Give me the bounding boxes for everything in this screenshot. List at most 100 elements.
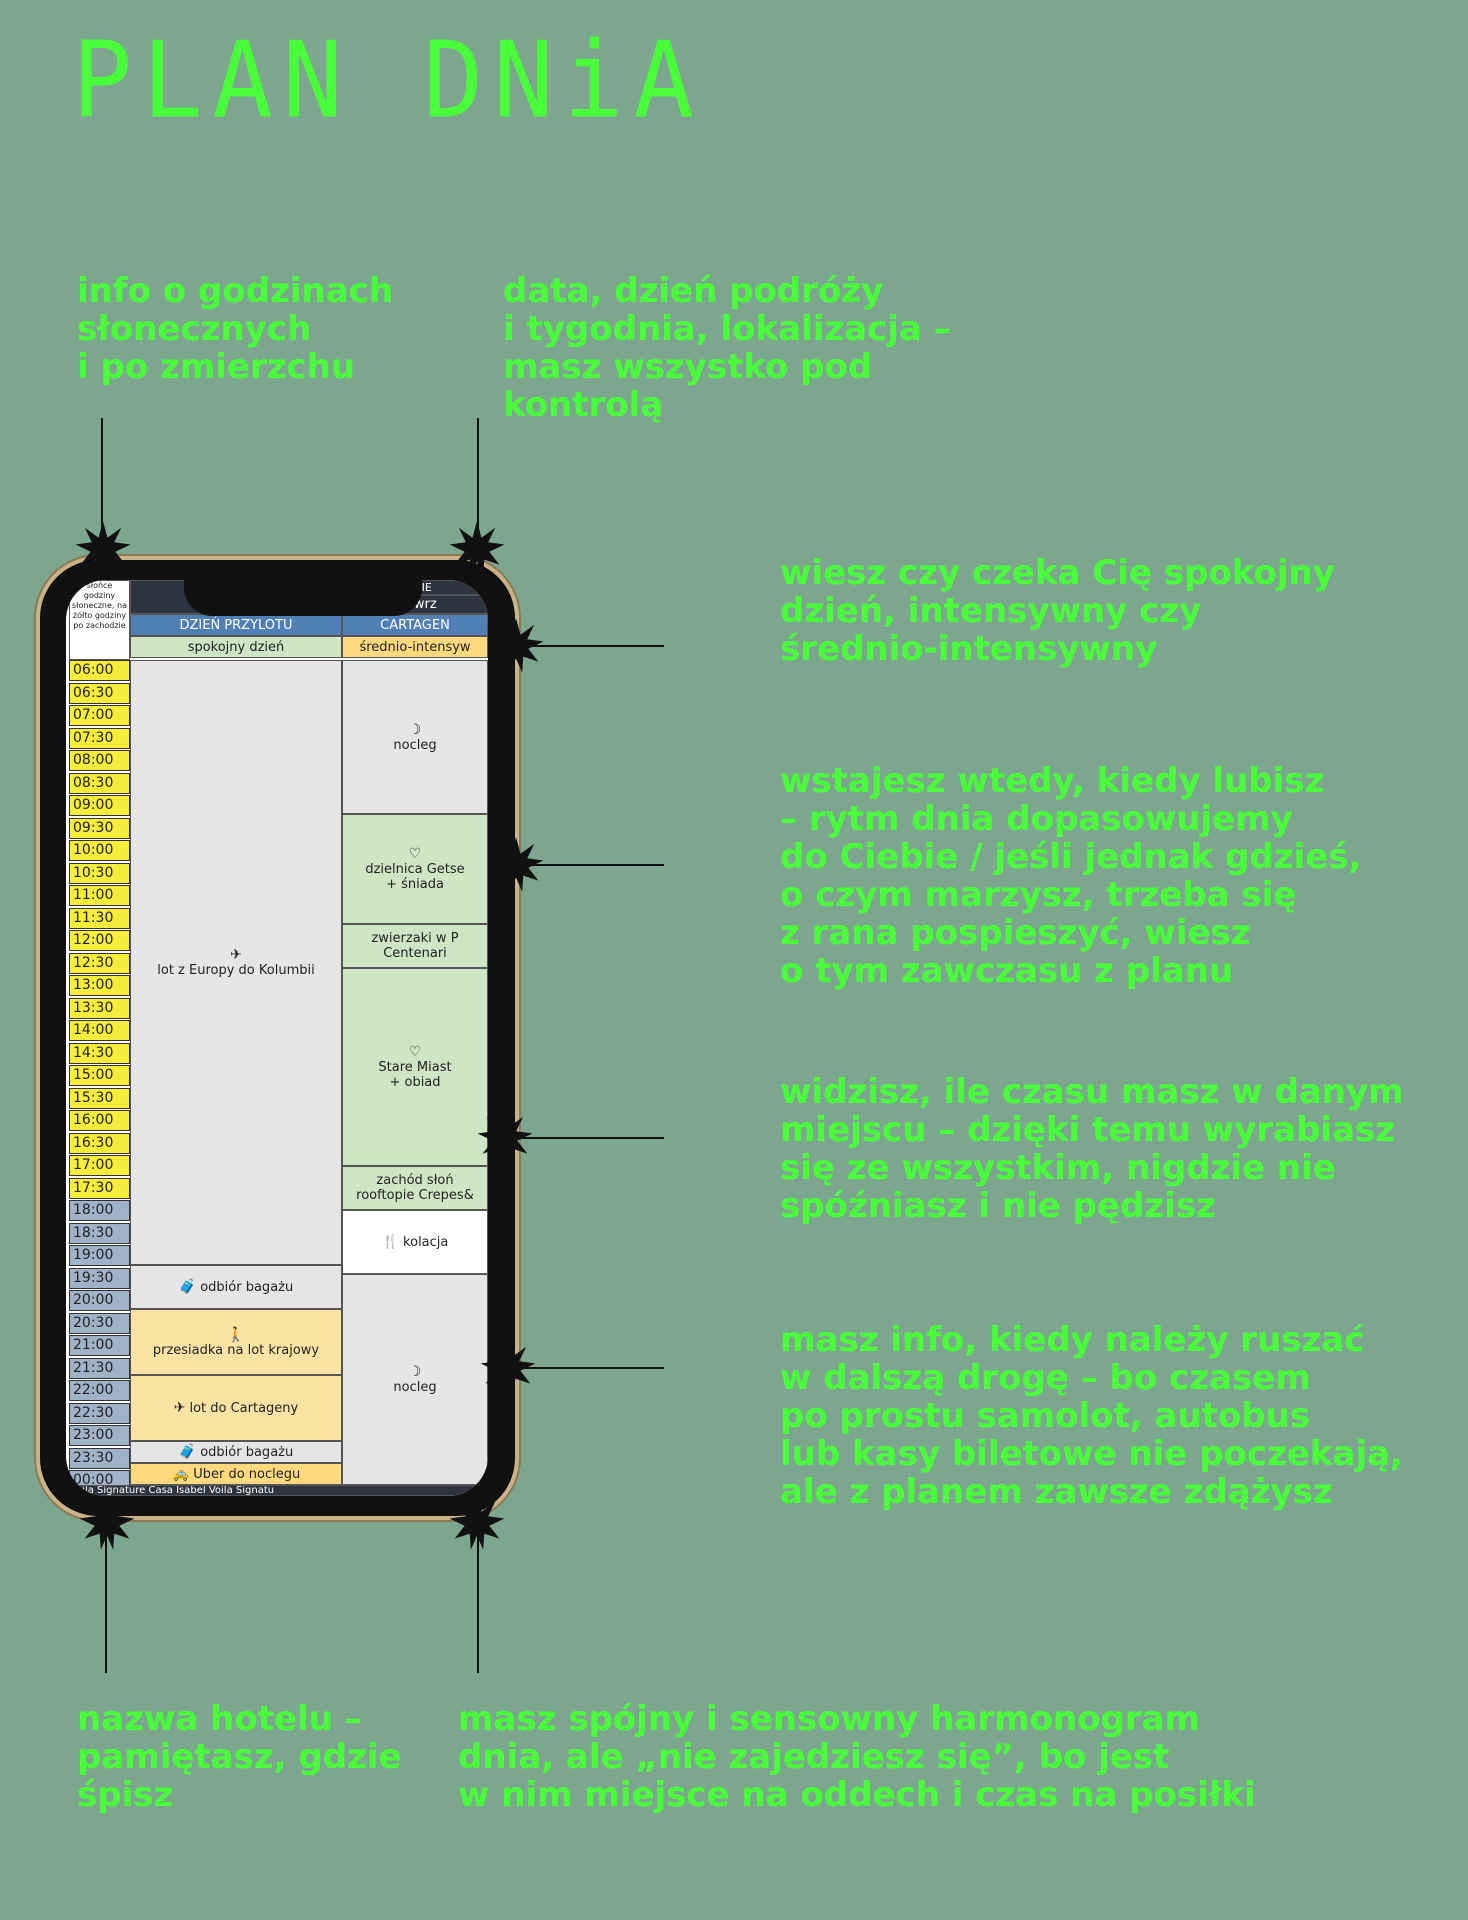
connector-line — [508, 1367, 664, 1369]
night-block-2: ☽ nocleg — [342, 1274, 488, 1485]
flight-block: ✈ lot z Europy do Kolumbii — [130, 660, 342, 1265]
time-slot: 18:30 — [69, 1222, 130, 1244]
time-slot: 22:00 — [69, 1380, 130, 1401]
time-slot: 11:00 — [69, 885, 130, 906]
col2-intensity: średnio-intensyw — [342, 636, 488, 658]
sunset-block: zachód słoń rooftopie Crepes& — [342, 1166, 488, 1210]
oldtown-block: ♡ Stare Miast + obiad — [342, 968, 488, 1166]
note-sun-hours: info o godzinach słonecznych i po zmierz… — [77, 271, 394, 387]
starburst-marker-icon — [449, 521, 505, 576]
time-slot: 22:30 — [69, 1402, 130, 1424]
connector-line — [101, 418, 103, 546]
day-plan-spreadsheet: słońce godziny słoneczne, na żółto godzi… — [66, 580, 488, 1496]
time-slot: 10:00 — [69, 840, 130, 861]
starburst-marker-icon — [488, 618, 544, 673]
animals-block: zwierzaki w P Centenari — [342, 924, 488, 968]
baggage-block-2: 🧳 odbiór bagażu — [130, 1441, 342, 1463]
breakfast-label: + śniada — [386, 877, 444, 892]
animals-label: zwierzaki w P — [371, 931, 459, 946]
starburst-marker-icon — [480, 1340, 536, 1395]
col1-header: DZIEŃ PRZYLOTU — [130, 614, 342, 636]
time-slot: 06:00 — [69, 660, 130, 681]
starburst-marker-icon — [449, 1495, 505, 1550]
connector-line — [516, 864, 664, 866]
col1-intensity: spokojny dzień — [130, 636, 342, 658]
time-slot: 19:00 — [69, 1245, 130, 1266]
note-balanced-schedule: masz spójny i sensowny harmonogram dnia,… — [458, 1699, 1256, 1815]
starburst-marker-icon — [488, 837, 544, 892]
time-slot: 09:30 — [69, 817, 130, 839]
note-departure-info: masz info, kiedy należy ruszać w dalszą … — [780, 1320, 1403, 1512]
baggage-block-1: 🧳 odbiór bagażu — [130, 1265, 342, 1309]
domestic-flight-block: ✈ lot do Cartageny — [130, 1375, 342, 1441]
time-slot: 14:30 — [69, 1042, 130, 1064]
uber-block: 🚕 Uber do noclegu — [130, 1463, 342, 1485]
time-slot: 11:30 — [69, 907, 130, 929]
time-slot: 18:00 — [69, 1200, 130, 1221]
sun-hours-note: słońce godziny słoneczne, na żółto godzi… — [69, 580, 130, 660]
moon-icon: ☽ — [408, 721, 422, 738]
phone-mockup: słońce godziny słoneczne, na żółto godzi… — [36, 556, 519, 1520]
oldtown-label: Stare Miast — [378, 1060, 452, 1075]
time-slot: 12:30 — [69, 952, 130, 974]
time-slot: 23:30 — [69, 1447, 130, 1469]
getsemani-block: ♡ dzielnica Getse + śniada — [342, 814, 488, 924]
time-slot: 08:00 — [69, 750, 130, 771]
connector-line — [477, 418, 479, 546]
car-icon: 🚕 — [171, 1466, 190, 1482]
luggage-icon: 🧳 — [178, 1444, 197, 1460]
time-slot: 23:00 — [69, 1425, 130, 1446]
connector-line — [516, 645, 664, 647]
time-slot: 16:30 — [69, 1132, 130, 1154]
starburst-marker-icon — [477, 1110, 533, 1165]
time-slot: 21:30 — [69, 1357, 130, 1379]
rooftop-label: rooftopie Crepes& — [356, 1188, 474, 1203]
time-slot: 14:00 — [69, 1020, 130, 1041]
walking-icon: 🚶 — [227, 1326, 245, 1343]
phone-notch — [184, 580, 422, 616]
time-slot: 12:00 — [69, 930, 130, 951]
connector-line — [477, 1523, 479, 1673]
starburst-marker-icon — [79, 1495, 135, 1550]
hotel-name-row: Voila Signature Casa Isabel Voila Signat… — [69, 1485, 488, 1496]
note-hotel-name: nazwa hotelu – pamiętasz, gdzie śpisz — [77, 1699, 402, 1815]
transfer-label: przesiadka na lot krajowy — [152, 1342, 320, 1358]
night-label-1: nocleg — [393, 737, 437, 753]
time-slot: 17:30 — [69, 1177, 130, 1199]
baggage-label-1: odbiór bagażu — [200, 1279, 294, 1295]
flight-label: lot z Europy do Kolumbii — [157, 963, 315, 978]
time-slot: 09:00 — [69, 795, 130, 816]
time-slot: 19:30 — [69, 1267, 130, 1289]
note-date-location: data, dzień podróży i tygodnia, lokaliza… — [503, 271, 951, 425]
time-slot: 07:30 — [69, 727, 130, 749]
transfer-block: 🚶 przesiadka na lot krajowy — [130, 1309, 342, 1375]
phone-screen: słońce godziny słoneczne, na żółto godzi… — [66, 580, 488, 1496]
heart-icon: ♡ — [408, 1044, 422, 1060]
time-slot: 15:00 — [69, 1065, 130, 1086]
centenario-label: Centenari — [383, 946, 447, 961]
time-slot: 10:30 — [69, 862, 130, 884]
getsemani-label: dzielnica Getse — [365, 862, 465, 877]
heart-icon: ♡ — [408, 846, 422, 862]
note-time-in-place: widzisz, ile czasu masz w danym miejscu … — [780, 1072, 1404, 1226]
sunset-label: zachód słoń — [376, 1173, 454, 1188]
night-block-1: ☽ nocleg — [342, 660, 488, 814]
note-wake-up: wstajesz wtedy, kiedy lubisz – rytm dnia… — [780, 761, 1362, 991]
airplane-icon: ✈ — [173, 1400, 186, 1416]
luggage-icon: 🧳 — [178, 1279, 197, 1295]
connector-line — [105, 1523, 107, 1673]
uber-label: Uber do noclegu — [193, 1466, 301, 1482]
night-label-2: nocleg — [393, 1380, 437, 1395]
dinner-block: 🍴 kolacja — [342, 1210, 488, 1274]
time-slot: 20:00 — [69, 1290, 130, 1311]
time-slot: 13:30 — [69, 997, 130, 1019]
time-slot: 06:30 — [69, 682, 130, 704]
moon-icon: ☽ — [408, 1364, 422, 1380]
domestic-flight-label: lot do Cartageny — [189, 1400, 299, 1416]
time-slot: 13:00 — [69, 975, 130, 996]
page-title: PLAN DNiA — [72, 19, 704, 142]
starburst-marker-icon — [75, 521, 131, 576]
connector-line — [505, 1137, 664, 1139]
time-slot: 07:00 — [69, 705, 130, 726]
col2-header: CARTAGEN — [342, 614, 488, 636]
